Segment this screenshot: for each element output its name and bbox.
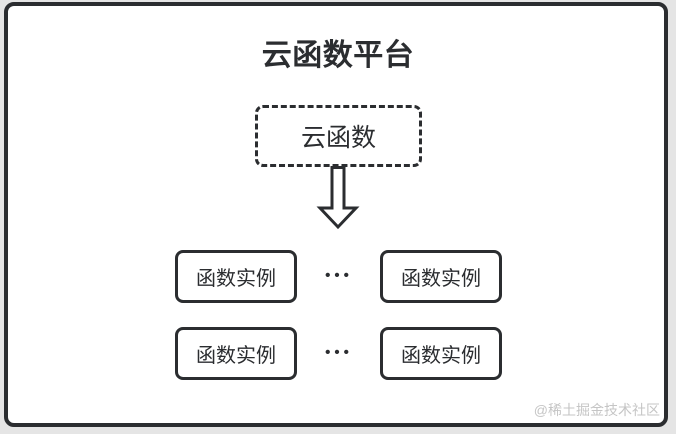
function-instance-node: 函数实例: [175, 327, 297, 380]
down-arrow-icon: [316, 166, 360, 230]
function-instance-label: 函数实例: [401, 268, 481, 290]
diagram-title: 云函数平台: [261, 39, 415, 72]
function-instance-label: 函数实例: [196, 345, 276, 367]
watermark: @稀土掘金技术社区: [533, 402, 660, 418]
function-instance-node: 函数实例: [380, 327, 502, 380]
function-instance-node: 函数实例: [380, 250, 502, 303]
cloud-function-node: 云函数: [255, 105, 422, 167]
cloud-function-label: 云函数: [300, 124, 376, 152]
ellipsis-dots: •••: [325, 267, 353, 284]
ellipsis-dots: •••: [325, 344, 353, 361]
function-instance-label: 函数实例: [401, 345, 481, 367]
function-instance-node: 函数实例: [175, 250, 297, 303]
function-instance-label: 函数实例: [196, 268, 276, 290]
